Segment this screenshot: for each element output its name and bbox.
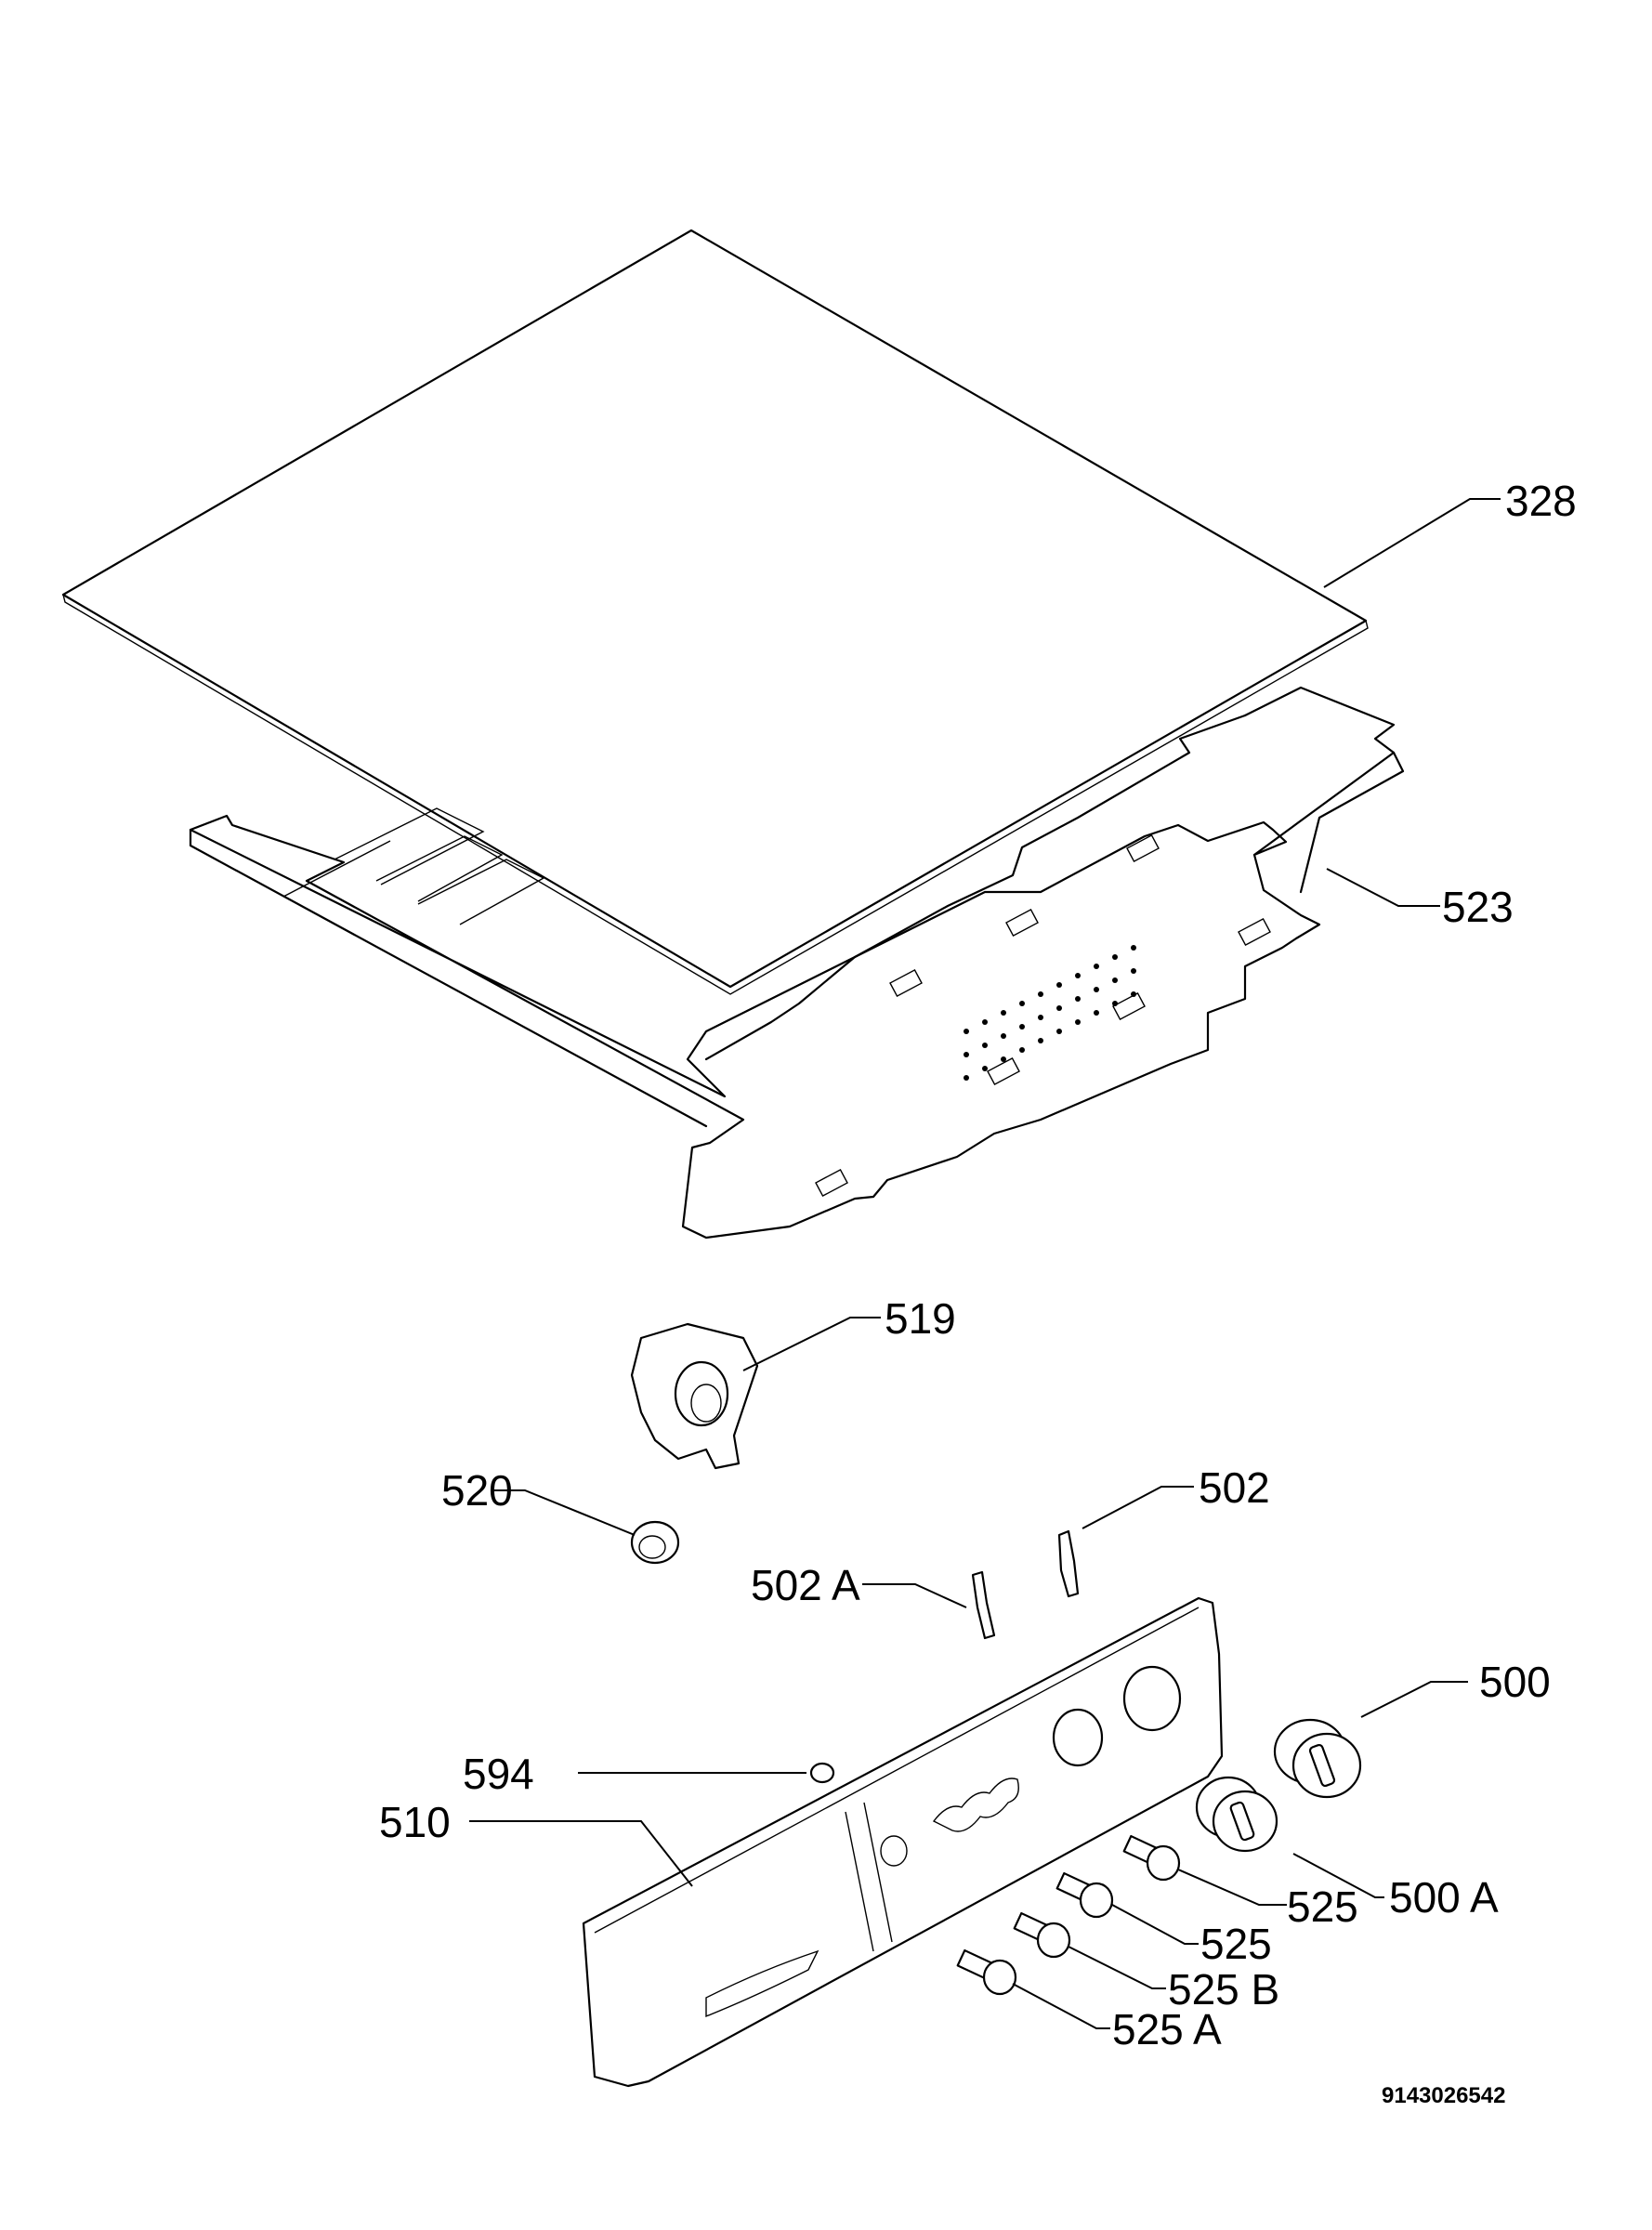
clip-502a bbox=[971, 1570, 996, 1640]
leader-525a bbox=[1012, 1983, 1110, 2029]
leader-525b bbox=[1068, 1946, 1166, 1989]
label-525a: 525 A bbox=[1112, 2005, 1222, 2053]
control-panel-510 bbox=[582, 1596, 1224, 2088]
leader-500 bbox=[1360, 1681, 1468, 1718]
leader-502 bbox=[1082, 1486, 1194, 1529]
leader-519 bbox=[742, 1317, 881, 1371]
frame-523 bbox=[189, 686, 1405, 1240]
label-502: 502 bbox=[1199, 1463, 1270, 1512]
label-500: 500 bbox=[1479, 1658, 1551, 1706]
knob-500a bbox=[1195, 1776, 1278, 1853]
label-594: 594 bbox=[463, 1750, 534, 1798]
leader-500a bbox=[1292, 1853, 1384, 1898]
bracket-519 bbox=[630, 1322, 759, 1470]
leader-525-upper bbox=[1177, 1869, 1287, 1906]
button-525a bbox=[956, 1948, 1017, 1996]
leader-328 bbox=[1323, 498, 1501, 588]
label-525-lower: 525 bbox=[1200, 1920, 1272, 1968]
label-510: 510 bbox=[379, 1798, 451, 1846]
knob-500 bbox=[1273, 1718, 1362, 1799]
document-number: 9143026542 bbox=[1382, 2083, 1505, 2108]
leader-520 bbox=[491, 1489, 636, 1536]
label-328: 328 bbox=[1505, 477, 1577, 525]
top-cover-328 bbox=[61, 229, 1369, 995]
leader-502a bbox=[862, 1583, 967, 1608]
label-525b: 525 B bbox=[1168, 1965, 1279, 2014]
clip-502 bbox=[1057, 1529, 1080, 1598]
label-520: 520 bbox=[441, 1466, 513, 1515]
label-519: 519 bbox=[885, 1294, 956, 1343]
indicator-594 bbox=[809, 1762, 835, 1784]
label-500a: 500 A bbox=[1389, 1873, 1499, 1922]
button-525-upper bbox=[1122, 1834, 1181, 1882]
label-523: 523 bbox=[1442, 883, 1514, 931]
bushing-520 bbox=[630, 1520, 680, 1565]
label-502a: 502 A bbox=[751, 1561, 860, 1609]
leader-525-lower bbox=[1111, 1904, 1199, 1945]
leader-lines bbox=[469, 498, 1501, 2029]
leader-523 bbox=[1326, 868, 1440, 907]
button-525b bbox=[1013, 1911, 1071, 1959]
leader-510 bbox=[469, 1820, 693, 1887]
perforation-grid bbox=[964, 945, 1136, 1081]
label-525-upper: 525 bbox=[1287, 1882, 1358, 1931]
button-525-lower bbox=[1055, 1871, 1114, 1919]
